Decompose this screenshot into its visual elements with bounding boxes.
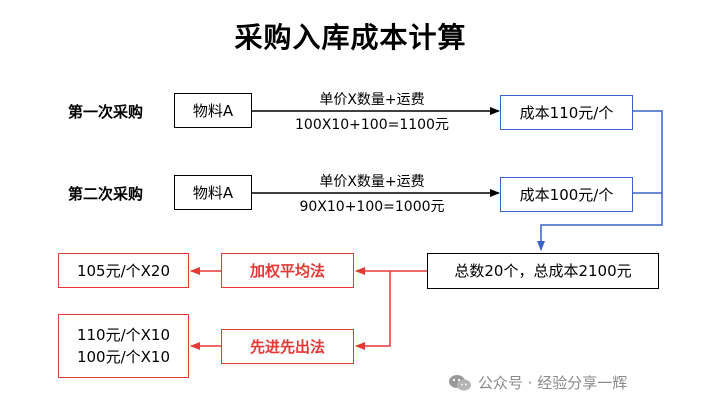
purchase2-cost-box: 成本100元/个 bbox=[500, 177, 633, 212]
purchase2-item-box: 物料A bbox=[174, 175, 252, 210]
red-connector-fifo bbox=[355, 271, 391, 350]
wechat-icon bbox=[448, 374, 472, 392]
purchase2-cost-text: 成本100元/个 bbox=[519, 185, 614, 204]
purchase1-formula-bottom: 100X10+100=1100元 bbox=[295, 117, 449, 133]
purchase1-item-text: 物料A bbox=[192, 101, 234, 120]
fifo-text: 先进先出法 bbox=[249, 337, 325, 356]
weighted-average-text: 加权平均法 bbox=[249, 261, 325, 280]
fifo-box: 先进先出法 bbox=[221, 329, 354, 364]
purchase1-item-box: 物料A bbox=[174, 93, 252, 128]
diagram-title: 采购入库成本计算 bbox=[234, 21, 467, 54]
total-box: 总数20个，总成本2100元 bbox=[427, 253, 659, 289]
blue-connector-cost1 bbox=[537, 110, 663, 251]
watermark: 公众号 · 经验分享一辉 bbox=[448, 372, 627, 393]
fifo-result-line1: 110元/个X10 bbox=[76, 326, 171, 344]
fifo-result-line2: 100元/个X10 bbox=[76, 348, 171, 366]
purchase1-cost-box: 成本110元/个 bbox=[500, 95, 633, 130]
weighted-average-box: 加权平均法 bbox=[221, 253, 354, 288]
weighted-result-box: 105元/个X20 bbox=[58, 253, 189, 288]
purchase2-formula-bottom: 90X10+100=1000元 bbox=[299, 199, 445, 215]
weighted-result-text: 105元/个X20 bbox=[76, 261, 171, 280]
purchase2-label: 第二次采购 bbox=[68, 185, 144, 203]
purchase1-label: 第一次采购 bbox=[68, 103, 144, 121]
purchase2-item-text: 物料A bbox=[192, 183, 234, 202]
watermark-text: 公众号 · 经验分享一辉 bbox=[478, 374, 628, 392]
total-text: 总数20个，总成本2100元 bbox=[454, 262, 632, 280]
purchase2-formula-top: 单价X数量+运费 bbox=[319, 174, 425, 190]
purchase1-cost-text: 成本110元/个 bbox=[519, 103, 614, 122]
purchase1-formula-top: 单价X数量+运费 bbox=[319, 92, 425, 108]
fifo-result-box: 110元/个X10 100元/个X10 bbox=[58, 314, 189, 378]
